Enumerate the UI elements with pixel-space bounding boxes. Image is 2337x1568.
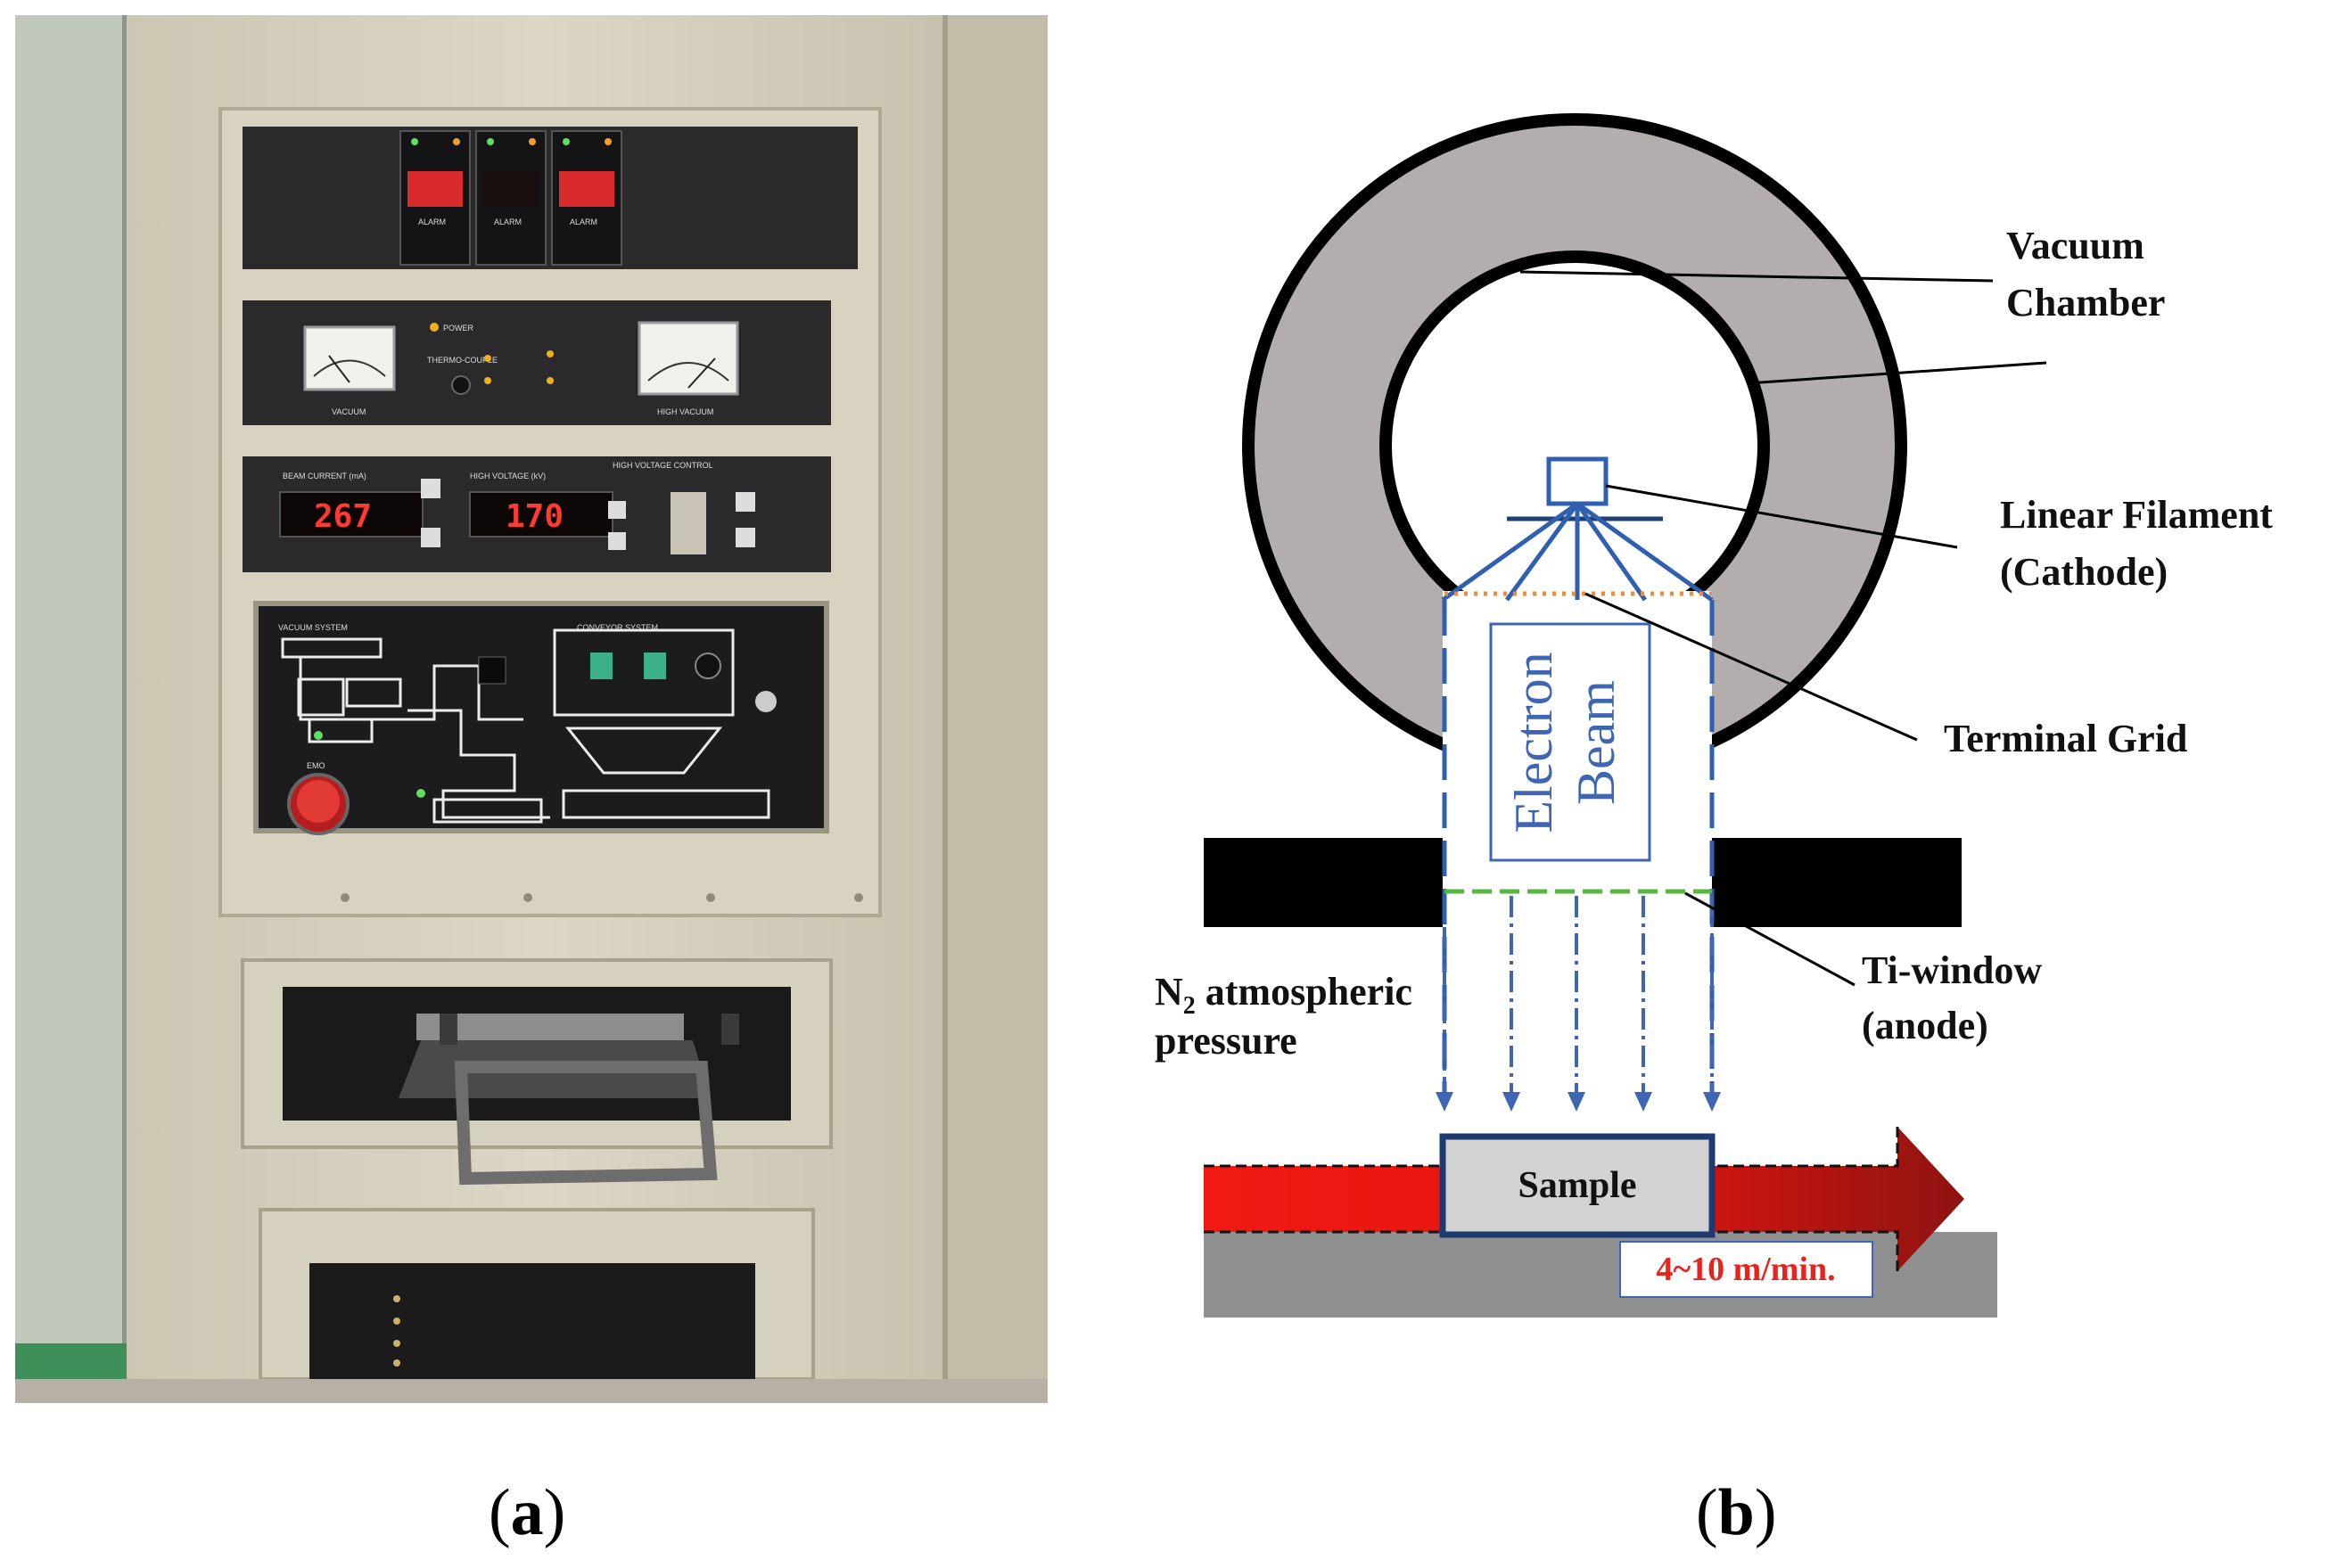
caption-a: (a) <box>489 1476 566 1549</box>
filament-assembly <box>1441 456 1714 603</box>
vacuum-label: VACUUM <box>332 407 366 416</box>
high-vacuum-gauge: HIGH VACUUM <box>638 321 739 416</box>
left-cabinet-edge <box>15 15 127 1403</box>
electron-label: Electron <box>1504 652 1563 833</box>
control-panel <box>253 601 829 833</box>
caption-b: (b) <box>1696 1476 1777 1549</box>
terminal-grid-label: Terminal Grid <box>1944 717 2187 760</box>
lower-panel <box>309 1263 755 1379</box>
chamber-bore <box>1379 250 1770 641</box>
alarm-units: ALARM ALARM ALARM <box>399 130 622 266</box>
ti-window-label-2: (anode) <box>1862 1004 1988 1047</box>
beam-current-display <box>279 491 424 538</box>
chamber-base-left <box>1204 838 1449 927</box>
conveyor-system-label: CONVEYOR SYSTEM <box>577 623 658 632</box>
filament-leader <box>1605 484 1958 549</box>
vacuum-chamber-label-2: Chamber <box>2006 281 2165 324</box>
electron-beam-box <box>1489 622 1651 862</box>
chamber-leader-top <box>1519 270 1994 283</box>
vacuum-system-label: VACUUM SYSTEM <box>278 623 348 632</box>
alarm-label-3: ALARM <box>570 218 597 226</box>
emo-label: EMO <box>307 761 325 770</box>
filament-label-2: (Cathode) <box>2000 550 2168 594</box>
ti-window-leader <box>1684 891 1856 987</box>
electron-arrows <box>1436 896 1721 1112</box>
ti-window-label-1: Ti-window <box>1862 948 2042 992</box>
electron-beam-diagram: Electron Beam Sample 4 <box>1141 89 2337 1355</box>
power-label: POWER <box>443 324 474 332</box>
alarm-label-1: ALARM <box>418 218 446 226</box>
beam-label: Beam <box>1567 680 1625 805</box>
hv-control-label: HIGH VOLTAGE CONTROL <box>613 461 713 470</box>
speed-box <box>1619 1241 1873 1298</box>
alarm-panel <box>243 127 858 269</box>
sample-label: Sample <box>1518 1165 1636 1206</box>
n2-label-2: pressure <box>1155 1019 1297 1063</box>
n2-label-1: N2 atmospheric <box>1155 970 1412 1020</box>
alarm-label-2: ALARM <box>494 218 522 226</box>
beam-current-label: BEAM CURRENT (mA) <box>283 472 366 480</box>
high-voltage-value: 170 <box>506 498 564 535</box>
filament-label-1: Linear Filament <box>2000 493 2273 537</box>
drawer-handle[interactable] <box>454 1061 718 1186</box>
conveyor-belt <box>1204 1232 1997 1318</box>
thermo-label: THERMO-COUPLE <box>427 356 498 365</box>
sample-box <box>1439 1133 1716 1238</box>
chamber-base-right <box>1709 838 1962 927</box>
high-vacuum-label: HIGH VACUUM <box>657 407 713 416</box>
terminal-grid-leader <box>1584 592 1918 742</box>
high-voltage-label: HIGH VOLTAGE (kV) <box>470 472 546 480</box>
vacuum-chamber-label-1: Vacuum <box>2006 224 2144 267</box>
vacuum-gauge: VACUUM <box>303 325 396 416</box>
emo-button[interactable]: EMO <box>287 761 350 835</box>
beam-current-value: 267 <box>314 498 372 535</box>
equipment-photo: ALARM ALARM ALARM VACUUM HIGH VACUUM POW… <box>15 15 1048 1403</box>
chamber-leader-bore <box>1747 361 2047 385</box>
speed-label: 4~10 m/min. <box>1656 1251 1835 1288</box>
high-voltage-display <box>469 491 613 538</box>
